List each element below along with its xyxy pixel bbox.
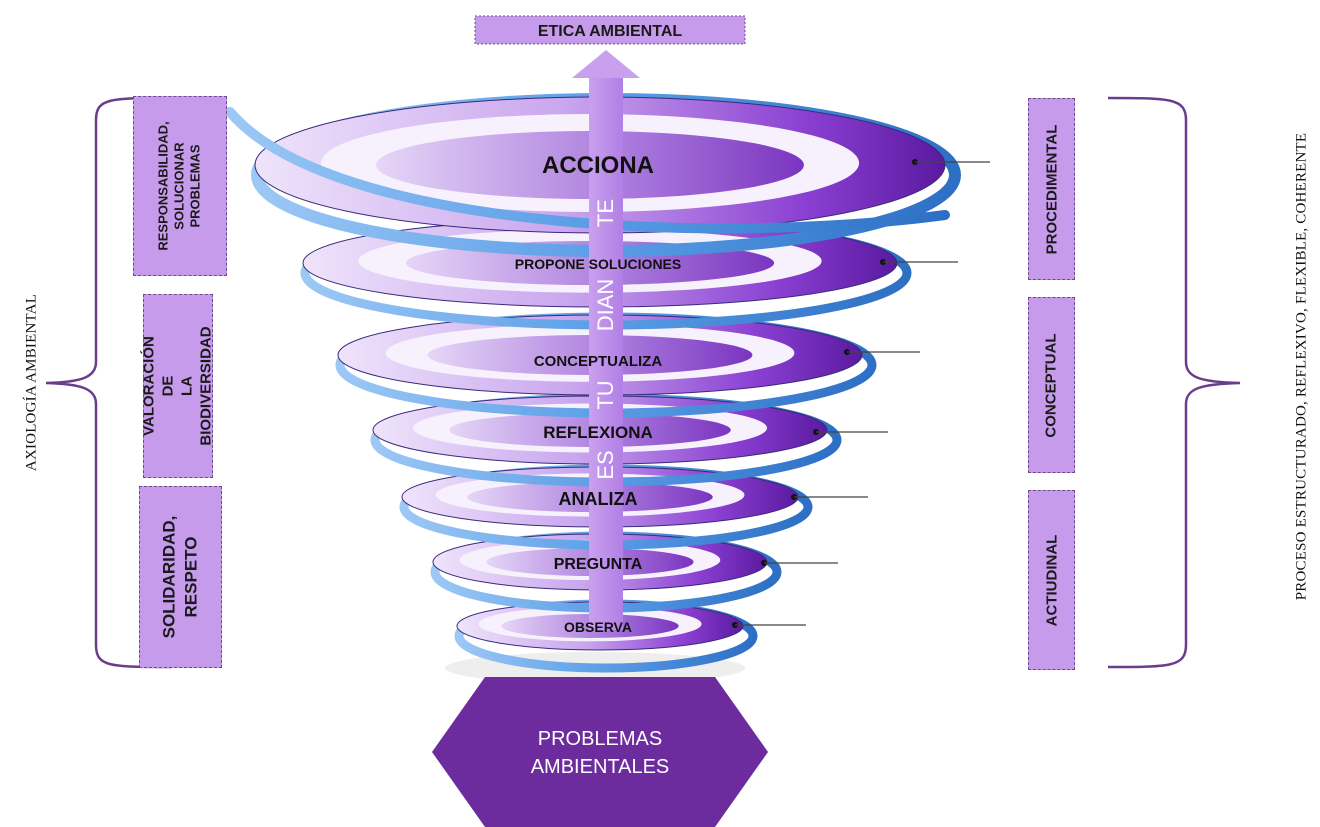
- pointer-lines: [732, 159, 990, 628]
- right-main-label: PROCESO ESTRUCTURADO, REFLEXIVO, FLEXIBL…: [1293, 132, 1310, 601]
- right-box-actiudinal: ACTIUDINAL: [1028, 490, 1075, 670]
- left-brace: [45, 96, 173, 669]
- spiral-sweep: [225, 107, 950, 234]
- right-box-procedimental-label: PROCEDIMENTAL: [1043, 124, 1061, 254]
- level-label-2: PROPONE SOLUCIONES: [515, 256, 681, 272]
- left-box-valoracion-label: VALORACIÓN DE LA BIODIVERSIDAD: [141, 326, 215, 446]
- level-label-5: ANALIZA: [559, 489, 638, 509]
- left-box-responsabilidad: RESPONSABILIDAD, SOLUCIONAR PROBLEMAS: [133, 96, 227, 276]
- right-box-conceptual: CONCEPTUAL: [1028, 297, 1075, 473]
- top-box-label: ETICA AMBIENTAL: [538, 23, 683, 40]
- level-label-6: PREGUNTA: [554, 556, 643, 573]
- left-main-label: AXIOLOGÍA AMBIENTAL: [23, 293, 40, 472]
- arrow-text-2: TU: [593, 380, 618, 409]
- right-box-conceptual-label: CONCEPTUAL: [1043, 332, 1061, 438]
- arrow-text-1: ES: [593, 450, 618, 479]
- student-arrow: [572, 50, 640, 630]
- level-label-7: OBSERVA: [564, 619, 632, 635]
- arrow-text-group: ES TU DIAN TE: [593, 199, 618, 480]
- top-box: [474, 15, 746, 45]
- arrow-text-3: DIAN: [593, 279, 618, 332]
- level-label-4: REFLEXIONA: [543, 423, 653, 442]
- level-label-3: CONCEPTUALIZA: [534, 353, 662, 370]
- level-labels: ACCIONA PROPONE SOLUCIONES CONCEPTUALIZA RE…: [515, 152, 681, 635]
- base-hexagon: [432, 677, 768, 827]
- arrow-text-4: TE: [593, 199, 618, 227]
- left-box-valoracion: VALORACIÓN DE LA BIODIVERSIDAD: [141, 294, 215, 478]
- left-box-solidaridad: SOLIDARIDAD, RESPETO: [139, 486, 222, 668]
- level-label-1: ACCIONA: [542, 152, 654, 179]
- right-brace: [1107, 96, 1241, 669]
- left-box-solidaridad-label: SOLIDARIDAD, RESPETO: [159, 515, 201, 639]
- right-box-actiudinal-label: ACTIUDINAL: [1043, 534, 1060, 626]
- right-box-procedimental: PROCEDIMENTAL: [1028, 98, 1075, 280]
- left-box-responsabilidad-label: RESPONSABILIDAD, SOLUCIONAR PROBLEMAS: [156, 121, 204, 251]
